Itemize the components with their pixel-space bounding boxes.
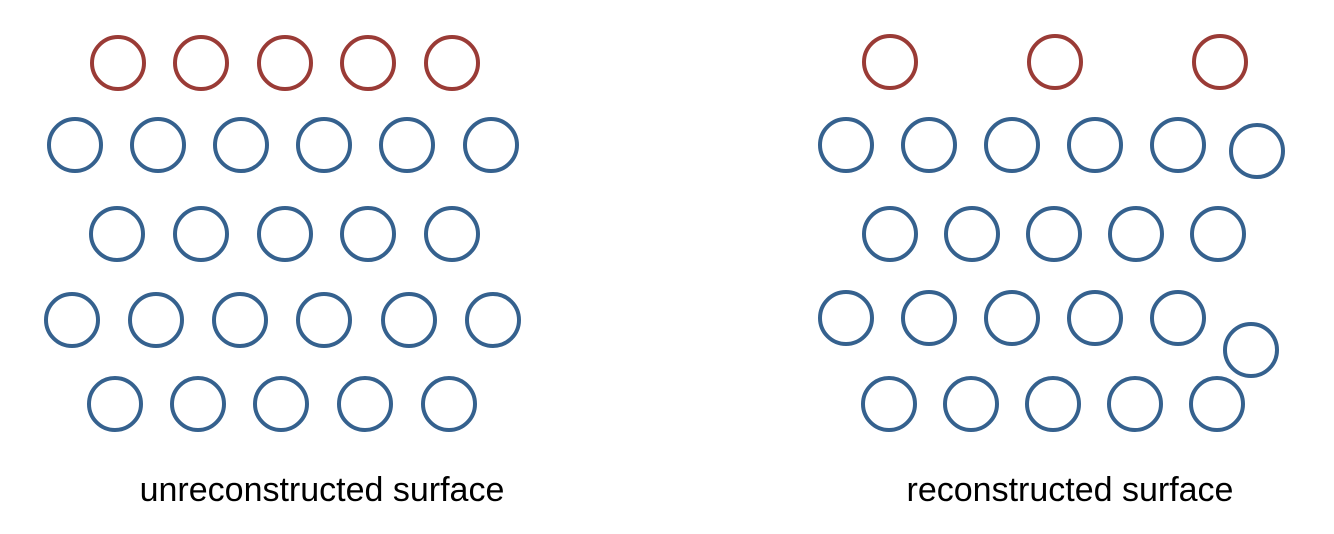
surface-atom-circle xyxy=(90,35,146,91)
bulk-atom-circle xyxy=(1150,290,1206,346)
surface-atom-circle xyxy=(1027,34,1083,90)
bulk-atom-circle xyxy=(1067,117,1123,173)
bulk-atom-circle xyxy=(944,206,1000,262)
bulk-atom-circle xyxy=(253,376,309,432)
bulk-atom-circle xyxy=(296,292,352,348)
bulk-atom-circle xyxy=(1223,322,1279,378)
bulk-atom-circle xyxy=(818,290,874,346)
bulk-atom-circle xyxy=(465,292,521,348)
bulk-atom-circle xyxy=(984,290,1040,346)
bulk-atom-circle xyxy=(130,117,186,173)
surface-atom-circle xyxy=(257,35,313,91)
bulk-atom-circle xyxy=(87,376,143,432)
bulk-atom-circle xyxy=(379,117,435,173)
bulk-atom-circle xyxy=(862,206,918,262)
bulk-atom-circle xyxy=(463,117,519,173)
bulk-atom-circle xyxy=(381,292,437,348)
bulk-atom-circle xyxy=(424,206,480,262)
surface-atom-circle xyxy=(862,34,918,90)
bulk-atom-circle xyxy=(173,206,229,262)
bulk-atom-circle xyxy=(421,376,477,432)
bulk-atom-circle xyxy=(1229,123,1285,179)
bulk-atom-circle xyxy=(984,117,1040,173)
bulk-atom-circle xyxy=(901,117,957,173)
bulk-atom-circle xyxy=(212,292,268,348)
bulk-atom-circle xyxy=(257,206,313,262)
bulk-atom-circle xyxy=(44,292,100,348)
bulk-atom-circle xyxy=(340,206,396,262)
bulk-atom-circle xyxy=(1150,117,1206,173)
surface-atom-circle xyxy=(424,35,480,91)
bulk-atom-circle xyxy=(861,376,917,432)
bulk-atom-circle xyxy=(1190,206,1246,262)
panel-reconstructed: reconstructed surface xyxy=(734,0,1334,534)
atom-lattice-unreconstructed xyxy=(0,0,600,460)
bulk-atom-circle xyxy=(1026,206,1082,262)
bulk-atom-circle xyxy=(1107,376,1163,432)
bulk-atom-circle xyxy=(943,376,999,432)
atom-lattice-reconstructed xyxy=(734,0,1334,460)
bulk-atom-circle xyxy=(128,292,184,348)
bulk-atom-circle xyxy=(213,117,269,173)
panel-label-reconstructed: reconstructed surface xyxy=(906,471,1234,509)
bulk-atom-circle xyxy=(47,117,103,173)
surface-atom-circle xyxy=(1192,34,1248,90)
bulk-atom-circle xyxy=(170,376,226,432)
bulk-atom-circle xyxy=(1108,206,1164,262)
surface-atom-circle xyxy=(173,35,229,91)
panel-unreconstructed: unreconstructed surface xyxy=(0,0,600,534)
bulk-atom-circle xyxy=(1025,376,1081,432)
bulk-atom-circle xyxy=(1189,376,1245,432)
bulk-atom-circle xyxy=(1067,290,1123,346)
bulk-atom-circle xyxy=(296,117,352,173)
bulk-atom-circle xyxy=(901,290,957,346)
surface-atom-circle xyxy=(340,35,396,91)
bulk-atom-circle xyxy=(818,117,874,173)
panel-label-unreconstructed: unreconstructed surface xyxy=(139,471,505,509)
bulk-atom-circle xyxy=(89,206,145,262)
bulk-atom-circle xyxy=(337,376,393,432)
